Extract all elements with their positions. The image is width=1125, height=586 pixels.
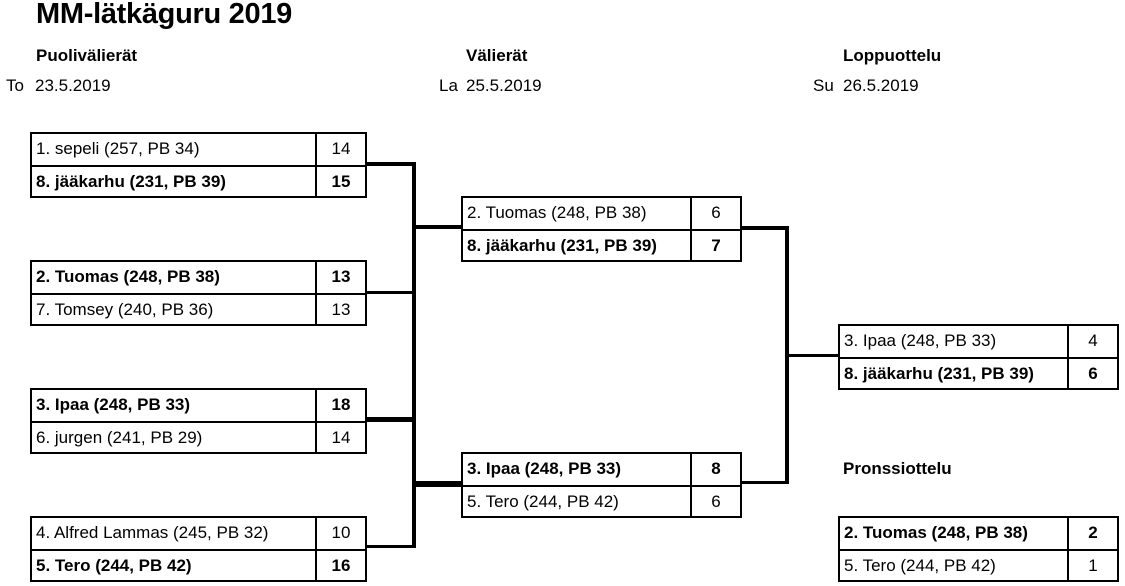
player-name: 5. Tero (244, PB 42) [36,556,192,575]
player-score: 18 [315,390,365,421]
player-score: 10 [315,518,365,549]
player-name: 4. Alfred Lammas (245, PB 32) [36,523,269,542]
player-row: 2. Tuomas (248, PB 38) 6 [463,198,740,229]
player-score: 15 [315,167,365,196]
player-score: 13 [315,295,365,324]
player-name: 6. jurgen (241, PB 29) [36,428,203,447]
player-name: 2. Tuomas (248, PB 38) [844,523,1028,542]
page-title: MM-lätkäguru 2019 [36,0,292,30]
player-score: 16 [315,551,365,580]
player-name: 7. Tomsey (240, PB 36) [36,300,214,319]
bracket-connector-sf2-out [741,481,788,484]
bracket-connector-sf1-in [414,225,462,229]
player-row: 6. jurgen (241, PB 29) 14 [32,421,365,452]
player-score: 6 [1067,359,1117,388]
player-row: 2. Tuomas (248, PB 38) 13 [32,262,365,293]
player-row: 3. Ipaa (248, PB 33) 4 [840,326,1117,357]
player-name: 3. Ipaa (248, PB 33) [467,459,622,478]
bracket-connector-qf4 [366,545,416,548]
player-row: 7. Tomsey (240, PB 36) 13 [32,293,365,324]
player-row: 5. Tero (244, PB 42) 6 [463,485,740,516]
quarterfinals-day: To [6,76,24,95]
semifinals-day: La [439,76,458,95]
player-score: 14 [315,423,365,452]
semifinals-label: Välierät [466,46,528,65]
bracket-connector-qf1 [366,162,416,166]
player-name: 5. Tero (244, PB 42) [844,556,996,575]
player-row: 5. Tero (244, PB 42) 16 [32,549,365,580]
player-name: 2. Tuomas (248, PB 38) [36,267,220,286]
quarterfinals-label: Puolivälierät [36,46,138,65]
semifinals-date: 25.5.2019 [466,76,542,95]
player-score: 8 [690,454,740,485]
player-name: 8. jääkarhu (231, PB 39) [844,364,1034,383]
player-name: 3. Ipaa (248, PB 33) [844,331,997,350]
player-row: 3. Ipaa (248, PB 33) 18 [32,390,365,421]
player-score: 6 [690,487,740,516]
player-row: 3. Ipaa (248, PB 33) 8 [463,454,740,485]
player-row: 5. Tero (244, PB 42) 1 [840,549,1117,580]
bracket-connector-sf1-out [741,226,788,230]
player-name: 5. Tero (244, PB 42) [467,492,619,511]
player-name: 1. sepeli (257, PB 34) [36,139,200,158]
final-label: Loppuottelu [843,46,942,65]
player-row: 2. Tuomas (248, PB 38) 2 [840,518,1117,549]
bracket-connector-final-in [787,354,839,357]
bracket-connector-sf2-in [414,481,462,487]
player-score: 6 [690,198,740,229]
player-score: 7 [690,231,740,260]
final-day: Su [813,76,834,95]
player-row: 8. jääkarhu (231, PB 39) 6 [840,357,1117,388]
quarterfinals-date: 23.5.2019 [35,76,111,95]
player-name: 8. jääkarhu (231, PB 39) [36,172,226,191]
player-score: 2 [1067,518,1117,549]
player-score: 13 [315,262,365,293]
final-date: 26.5.2019 [843,76,919,95]
player-name: 8. jääkarhu (231, PB 39) [467,236,657,255]
player-row: 8. jääkarhu (231, PB 39) 7 [463,229,740,260]
player-score: 1 [1067,551,1117,580]
player-row: 8. jääkarhu (231, PB 39) 15 [32,165,365,196]
player-name: 2. Tuomas (248, PB 38) [467,203,647,222]
bracket-connector-qf3 [366,417,416,422]
player-row: 1. sepeli (257, PB 34) 14 [32,134,365,165]
player-score: 4 [1067,326,1117,357]
player-score: 14 [315,134,365,165]
player-name: 3. Ipaa (248, PB 33) [36,395,191,414]
bracket-connector-left-vertical [412,162,416,548]
bronze-label: Pronssiottelu [843,459,952,478]
player-row: 4. Alfred Lammas (245, PB 32) 10 [32,518,365,549]
bracket-connector-qf2 [366,291,416,294]
